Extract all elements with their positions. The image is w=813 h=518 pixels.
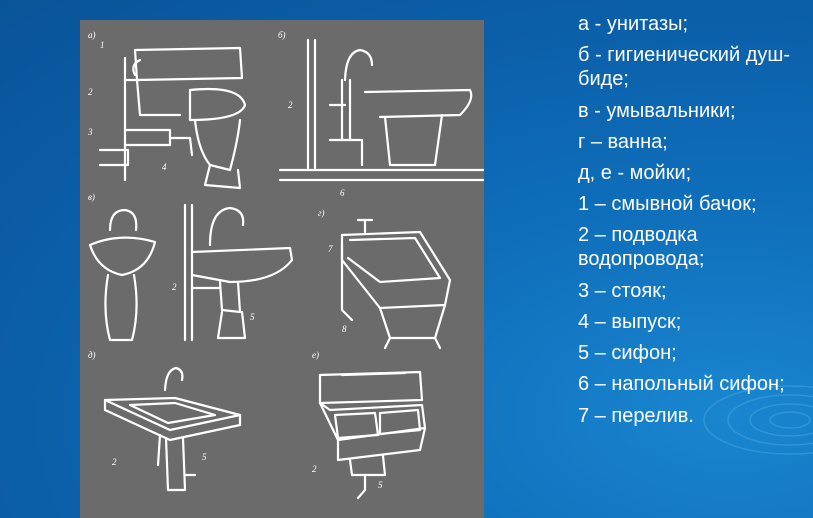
callout-6: 6 <box>340 188 345 198</box>
washbasin-drawing <box>88 203 294 342</box>
bidet-drawing <box>278 38 484 182</box>
panel-label-b: б) <box>278 30 286 40</box>
toilet-drawing <box>98 46 247 190</box>
callout-v-2: 2 <box>172 282 177 292</box>
legend-item-g: г – ванна; <box>578 131 668 153</box>
legend-item-d-e: д, е - мойки; <box>578 162 692 184</box>
callout-2: 2 <box>88 87 93 97</box>
callout-4: 4 <box>162 162 167 172</box>
panel-label-g: г) <box>318 208 325 218</box>
legend-item-7: 7 – перелив. <box>578 405 694 427</box>
callout-e-5: 5 <box>378 480 383 490</box>
panel-label-v: в) <box>88 192 95 202</box>
callout-3: 3 <box>87 127 93 137</box>
legend-item-5: 5 – сифон; <box>578 342 677 364</box>
legend-item-1: 1 – смывной бачок; <box>578 193 757 215</box>
panel-label-a: а) <box>88 30 96 40</box>
sink-drawing <box>103 366 242 492</box>
legend-item-6: 6 – напольный сифон; <box>578 373 785 395</box>
callout-d-2: 2 <box>112 457 117 467</box>
callout-v-5: 5 <box>250 312 255 322</box>
legend-item-2: 2 – подводка водопровода; <box>578 224 705 270</box>
callout-d-5: 5 <box>202 452 207 462</box>
plumbing-fixtures-figure: а) б) в) г) д) е) 1 2 3 4 2 6 2 5 7 8 2 … <box>80 20 484 518</box>
legend-item-b: б - гигиенический душ-биде; <box>578 44 791 90</box>
callout-b-2: 2 <box>288 100 293 110</box>
callout-7: 7 <box>328 244 333 254</box>
legend-list: а - унитазы; б - гигиенический душ-биде;… <box>578 12 810 435</box>
legend-item-a: а - унитазы; <box>578 13 689 35</box>
panel-label-d: д) <box>88 350 96 360</box>
double-sink-drawing <box>318 370 427 500</box>
callout-e-2: 2 <box>312 464 317 474</box>
legend-item-3: 3 – стояк; <box>578 280 667 302</box>
callout-8: 8 <box>342 324 347 334</box>
panel-label-e: е) <box>312 350 319 360</box>
callout-1: 1 <box>100 40 105 50</box>
legend-item-v: в - умывальники; <box>578 100 736 122</box>
legend-item-4: 4 – выпуск; <box>578 311 682 333</box>
plumbing-fixtures-drawing: а) б) в) г) д) е) 1 2 3 4 2 6 2 5 7 8 2 … <box>87 30 484 500</box>
bathtub-drawing <box>340 218 452 350</box>
